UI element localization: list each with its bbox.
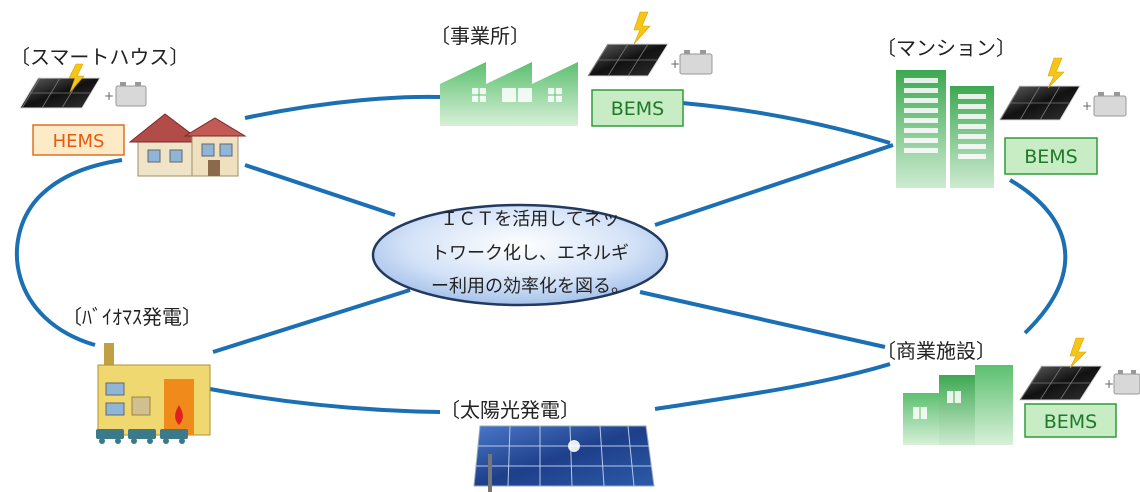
solar-battery-icon: + bbox=[1019, 337, 1140, 401]
bems-badge-text: BEMS bbox=[1024, 146, 1078, 168]
svg-text:+: + bbox=[1104, 377, 1114, 391]
center-text-line-3: ー利用の効率化を図る。 bbox=[431, 276, 629, 297]
apartments-icon bbox=[896, 70, 994, 188]
bems-badge-text: BEMS bbox=[611, 98, 665, 120]
node-solar: 〔太陽光発電〕 bbox=[440, 398, 655, 492]
center-message: ＩＣＴを活用してネッ トワーク化し、エネルギ ー利用の効率化を図る。 bbox=[371, 203, 669, 307]
bems-badge bbox=[1024, 403, 1117, 438]
hems-badge bbox=[32, 124, 125, 156]
mansion-label: 〔マンション〕 bbox=[876, 36, 1016, 60]
node-commercial: 〔商業施設〕 + BEMS bbox=[876, 337, 1140, 445]
center-ellipse bbox=[371, 203, 669, 307]
node-smart-house: 〔スマートハウス〕 + HEMS bbox=[10, 45, 247, 177]
commercial-building-icon bbox=[903, 365, 1013, 445]
biomass-plant-icon bbox=[96, 343, 211, 444]
house-icon bbox=[128, 113, 247, 177]
office-label: 〔事業所〕 bbox=[430, 24, 530, 48]
node-biomass: 〔ﾊﾞｲｵﾏｽ発電〕 bbox=[62, 305, 211, 444]
svg-text:+: + bbox=[1082, 99, 1092, 113]
bems-badge bbox=[591, 89, 684, 127]
smart-house-label: 〔スマートハウス〕 bbox=[10, 45, 189, 69]
solar-battery-icon: + bbox=[587, 11, 713, 77]
bems-badge bbox=[1004, 137, 1098, 175]
bems-badge-text: BEMS bbox=[1044, 411, 1098, 433]
node-office: 〔事業所〕 + BEMS bbox=[430, 11, 713, 127]
center-text-line-2: トワーク化し、エネルギ bbox=[431, 243, 629, 264]
solar-battery-icon: + bbox=[19, 63, 147, 109]
solar-battery-icon: + bbox=[999, 57, 1127, 121]
svg-text:+: + bbox=[670, 57, 680, 71]
factory-icon bbox=[440, 62, 578, 126]
solar-label: 〔太陽光発電〕 bbox=[440, 398, 580, 422]
biomass-label: 〔ﾊﾞｲｵﾏｽ発電〕 bbox=[62, 305, 202, 329]
svg-text:+: + bbox=[104, 89, 114, 103]
center-text-line-1: ＩＣＴを活用してネッ bbox=[440, 209, 619, 230]
hems-badge-text: HEMS bbox=[53, 131, 105, 152]
network-ring bbox=[14, 94, 1068, 414]
commercial-label: 〔商業施設〕 bbox=[876, 339, 996, 363]
node-mansion: 〔マンション〕 + bbox=[876, 36, 1127, 188]
solar-array-icon bbox=[473, 425, 655, 492]
